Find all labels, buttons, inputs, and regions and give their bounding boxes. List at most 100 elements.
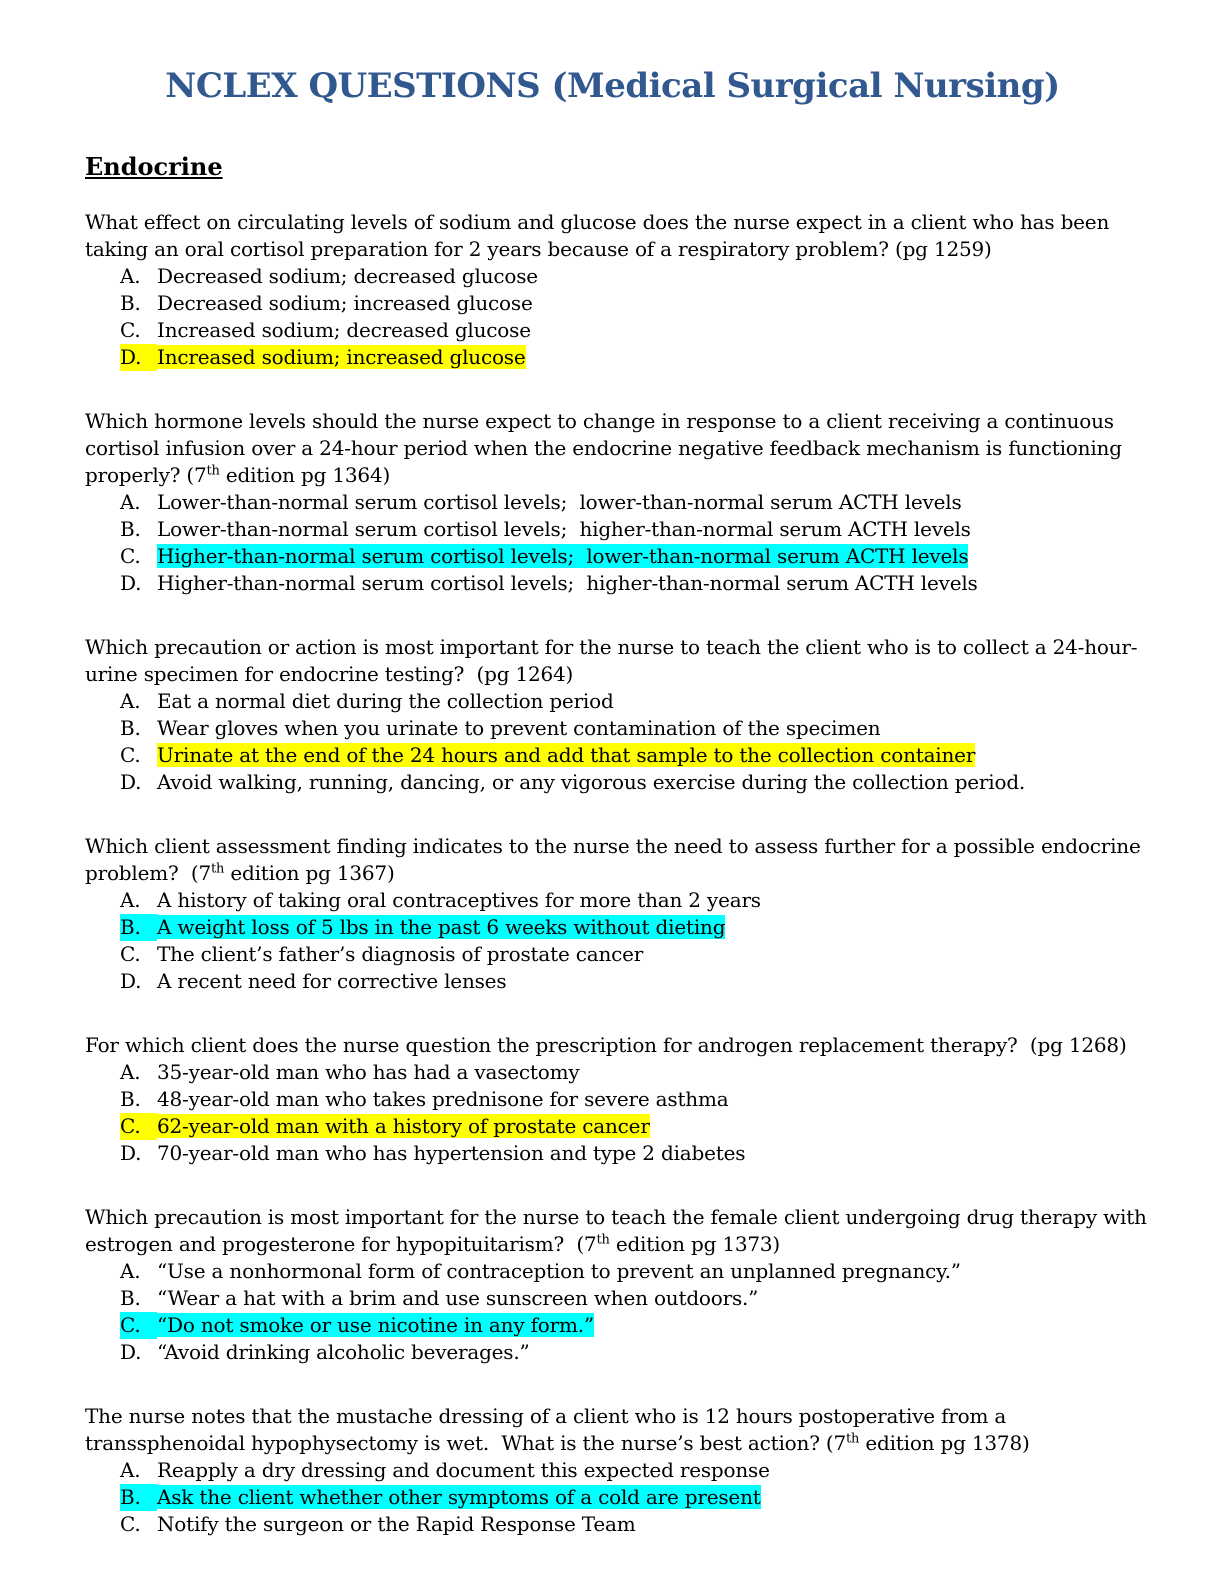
question-prompt: Which client assessment finding indicate… <box>85 834 1147 885</box>
answer-option: A. A history of taking oral contraceptive… <box>85 887 1160 914</box>
answer-option: B. Decreased sodium; increased glucose <box>85 290 1160 317</box>
answer-options: A. “Use a nonhormonal form of contracepti… <box>85 1258 1160 1366</box>
answer-options: A.Reapply a dry dressing and document th… <box>85 1457 1160 1538</box>
option-text: A recent need for corrective lenses <box>157 969 507 993</box>
option-text: Increased sodium; decreased glucose <box>157 318 531 342</box>
answer-option: B. 48-year-old man who takes prednisone f… <box>85 1086 1160 1113</box>
option-letter: B. <box>120 1087 141 1111</box>
answer-option: C. Urinate at the end of the 24 hours and… <box>85 742 1160 769</box>
option-text-highlighted: 62-year-old man with a history of prosta… <box>157 1114 650 1138</box>
answer-option: D. “Avoid drinking alcoholic beverages.” <box>85 1339 1160 1366</box>
answer-option: D. A recent need for corrective lenses <box>85 968 1160 995</box>
option-text: 48-year-old man who takes prednisone for… <box>157 1087 729 1111</box>
option-letter: A. <box>120 1259 141 1283</box>
option-letter: B. <box>120 291 141 315</box>
option-letter: D. <box>120 571 142 595</box>
option-text-highlighted: “Do not smoke or use nicotine in any for… <box>157 1313 594 1337</box>
answer-option: D. Higher-than-normal serum cortisol leve… <box>85 570 1160 597</box>
option-text: “Use a nonhormonal form of contraception… <box>157 1259 961 1283</box>
answer-option: D. 70-year-old man who has hypertension a… <box>85 1140 1160 1167</box>
option-text: Higher-than-normal serum cortisol levels… <box>157 571 978 595</box>
option-text-highlighted: Increased sodium; increased glucose <box>157 345 526 369</box>
option-letter: A. <box>120 1060 141 1084</box>
questions: What effect on circulating levels of sod… <box>85 209 1160 1538</box>
question-block: Which hormone levels should the nurse ex… <box>85 408 1160 597</box>
answer-option: D. Avoid walking, running, dancing, or an… <box>85 769 1160 796</box>
question-block: Which precaution or action is most impor… <box>85 634 1160 796</box>
option-letter: A. <box>120 689 141 713</box>
option-text-highlighted: Ask the client whether other symptoms of… <box>157 1485 761 1509</box>
option-letter: D. <box>120 344 157 371</box>
option-text: A history of taking oral contraceptives … <box>157 888 761 912</box>
option-letter: C. <box>120 1113 157 1140</box>
option-letter: C. <box>120 1312 157 1339</box>
answer-options: A. A history of taking oral contraceptive… <box>85 887 1160 995</box>
option-text: Wear gloves when you urinate to prevent … <box>157 716 881 740</box>
option-text: The client’s father’s diagnosis of prost… <box>157 942 644 966</box>
option-text: Reapply a dry dressing and document this… <box>157 1458 770 1482</box>
option-text: “Avoid drinking alcoholic beverages.” <box>157 1340 530 1364</box>
answer-option: C. Higher-than-normal serum cortisol leve… <box>85 543 1160 570</box>
option-text: Notify the surgeon or the Rapid Response… <box>157 1512 636 1536</box>
option-letter: A. <box>120 888 141 912</box>
option-letter: C. <box>120 318 141 342</box>
answer-option: A. Eat a normal diet during the collectio… <box>85 688 1160 715</box>
option-text: Avoid walking, running, dancing, or any … <box>157 770 1026 794</box>
option-letter: C. <box>120 1512 141 1536</box>
option-text: Lower-than-normal serum cortisol levels;… <box>157 517 971 541</box>
option-letter: A. <box>120 490 141 514</box>
answer-option: B. “Wear a hat with a brim and use sunscr… <box>85 1285 1160 1312</box>
answer-option: B.Ask the client whether other symptoms … <box>85 1484 1160 1511</box>
option-text: Decreased sodium; increased glucose <box>157 291 533 315</box>
question-block: For which client does the nurse question… <box>85 1032 1160 1167</box>
question-prompt: For which client does the nurse question… <box>85 1033 1127 1057</box>
answer-option: C. Notify the surgeon or the Rapid Respon… <box>85 1511 1160 1538</box>
option-letter: C. <box>120 743 141 767</box>
option-text-highlighted: Urinate at the end of the 24 hours and a… <box>157 743 976 767</box>
option-text-highlighted: Higher-than-normal serum cortisol levels… <box>157 544 969 568</box>
answer-option: C. Increased sodium; decreased glucose <box>85 317 1160 344</box>
question-prompt: Which precaution or action is most impor… <box>85 635 1138 686</box>
question-block: The nurse notes that the mustache dressi… <box>85 1403 1160 1538</box>
option-letter: C. <box>120 942 141 966</box>
question-prompt: Which hormone levels should the nurse ex… <box>85 409 1128 487</box>
answer-option: A. Decreased sodium; decreased glucose <box>85 263 1160 290</box>
option-text: Eat a normal diet during the collection … <box>157 689 614 713</box>
option-letter: D. <box>120 1141 142 1165</box>
question-prompt: What effect on circulating levels of sod… <box>85 210 1116 261</box>
answer-option: C.62-year-old man with a history of pros… <box>85 1113 1160 1140</box>
option-text: Decreased sodium; decreased glucose <box>157 264 538 288</box>
option-text-highlighted: A weight loss of 5 lbs in the past 6 wee… <box>157 915 726 939</box>
answer-option: A. “Use a nonhormonal form of contracepti… <box>85 1258 1160 1285</box>
document-title: NCLEX QUESTIONS (Medical Surgical Nursin… <box>165 66 1060 106</box>
answer-option: B. Lower-than-normal serum cortisol level… <box>85 516 1160 543</box>
option-letter: C. <box>120 544 141 568</box>
answer-option: A.Reapply a dry dressing and document th… <box>85 1457 1160 1484</box>
option-letter: B. <box>120 517 141 541</box>
answer-options: A. Eat a normal diet during the collectio… <box>85 688 1160 796</box>
option-letter: D. <box>120 969 142 993</box>
option-letter: B. <box>120 1484 157 1511</box>
answer-options: A. Lower-than-normal serum cortisol level… <box>85 489 1160 597</box>
answer-options: A.35-year-old man who has had a vasectom… <box>85 1059 1160 1167</box>
answer-option: A.35-year-old man who has had a vasectom… <box>85 1059 1160 1086</box>
option-letter: B. <box>120 716 141 740</box>
option-letter: B. <box>120 1286 141 1310</box>
option-text: 70-year-old man who has hypertension and… <box>157 1141 746 1165</box>
option-letter: D. <box>120 1340 142 1364</box>
question-block: Which client assessment finding indicate… <box>85 833 1160 995</box>
option-letter: D. <box>120 770 142 794</box>
answer-option: C. The client’s father’s diagnosis of pro… <box>85 941 1160 968</box>
question-block: What effect on circulating levels of sod… <box>85 209 1160 371</box>
answer-option: C.“Do not smoke or use nicotine in any f… <box>85 1312 1160 1339</box>
question-block: Which precaution is most important for t… <box>85 1204 1160 1366</box>
answer-option: B. Wear gloves when you urinate to preven… <box>85 715 1160 742</box>
answer-option: D.Increased sodium; increased glucose <box>85 344 1160 371</box>
question-prompt: Which precaution is most important for t… <box>85 1205 1153 1256</box>
option-letter: A. <box>120 264 141 288</box>
answer-option: B.A weight loss of 5 lbs in the past 6 w… <box>85 914 1160 941</box>
answer-option: A.Lower-than-normal serum cortisol level… <box>85 489 1160 516</box>
option-text: “Wear a hat with a brim and use sunscree… <box>157 1286 759 1310</box>
